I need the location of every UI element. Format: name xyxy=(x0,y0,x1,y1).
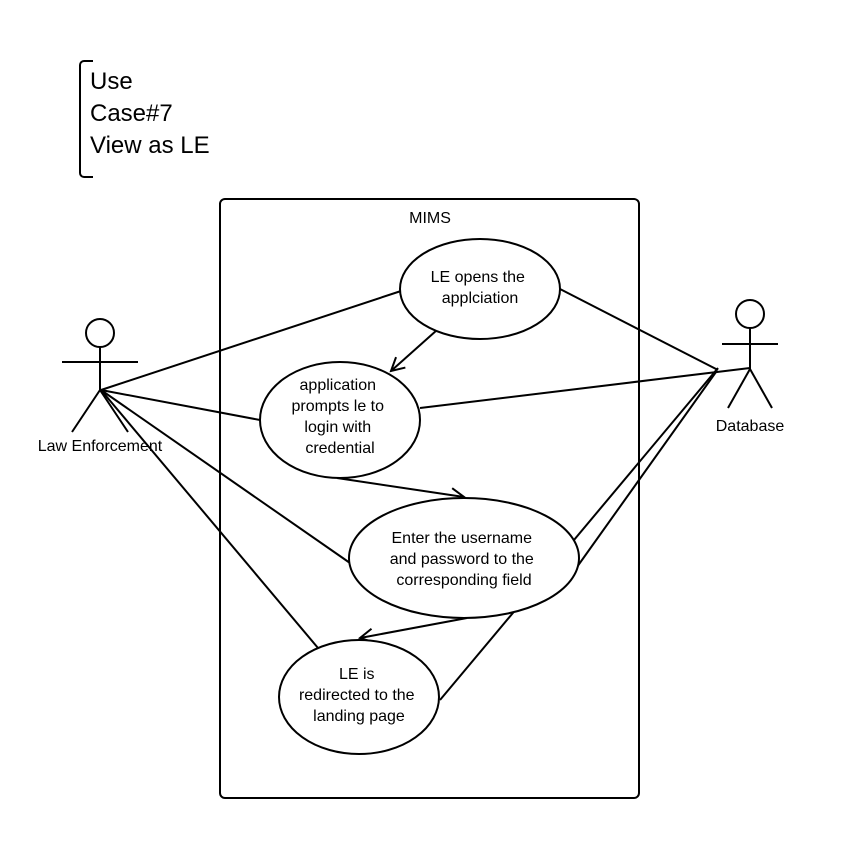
use-case-redirect-landing xyxy=(278,639,440,755)
association-le-uc3 xyxy=(100,389,351,564)
use-case-label: Enter the username and password to the c… xyxy=(390,530,539,589)
actor-head xyxy=(85,318,115,348)
association-le-uc2 xyxy=(100,389,261,421)
note-bracket xyxy=(79,60,93,178)
association-db-uc2 xyxy=(419,367,751,409)
note-line: View as LE xyxy=(90,132,210,159)
note-text: Use Case#7 View as LE xyxy=(90,66,210,162)
use-case-enter-credentials xyxy=(348,497,580,619)
note-line: Use xyxy=(90,68,133,95)
actor-law-enforcement xyxy=(62,318,138,433)
actor-label-law-enforcement: Law Enforcement xyxy=(38,438,163,455)
association-le-uc4 xyxy=(100,389,319,649)
use-case-login-prompt xyxy=(259,361,421,479)
association-db-uc4 xyxy=(439,367,719,701)
actor-head xyxy=(735,299,765,329)
use-case-open-application xyxy=(399,238,561,340)
flow-arrow-1 xyxy=(391,329,438,371)
association-db-uc3 xyxy=(576,371,717,568)
flow-arrow-3 xyxy=(360,617,468,638)
association-le-uc1 xyxy=(100,290,402,391)
system-title: MIMS xyxy=(409,210,451,227)
actor-label-database: Database xyxy=(716,418,785,435)
actor-database xyxy=(722,299,778,409)
use-case-note: Use Case#7 View as LE xyxy=(79,60,239,178)
use-case-label: LE opens the applciation xyxy=(431,269,530,307)
use-case-label: LE is redirected to the landing page xyxy=(299,666,419,725)
use-case-label: application prompts le to login with cre… xyxy=(292,377,389,457)
note-line: Case#7 xyxy=(90,100,173,127)
flow-arrow-2 xyxy=(336,477,464,497)
association-db-uc1 xyxy=(559,288,719,371)
system-boundary xyxy=(219,198,640,799)
